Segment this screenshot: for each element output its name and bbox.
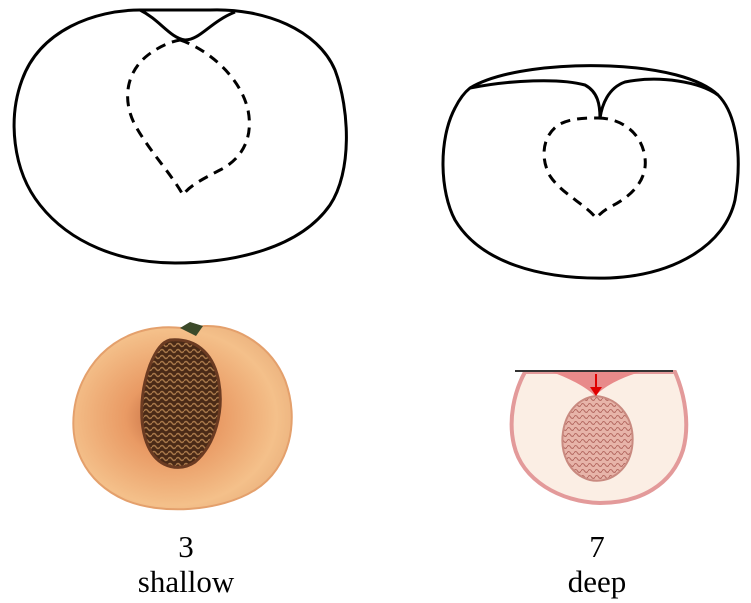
shallow-peach-photo [73, 322, 291, 509]
deep-label: deep [497, 565, 697, 598]
shallow-label: shallow [86, 565, 286, 598]
shallow-pit [142, 340, 220, 468]
deep-outline-drawing [443, 66, 738, 279]
shallow-fruit-outline [14, 10, 346, 263]
deep-score: 7 [497, 530, 697, 563]
deep-pit-dashed [544, 118, 645, 218]
deep-peach-photo [512, 371, 687, 503]
deep-cavity-outline [470, 79, 718, 118]
shallow-cavity-outline [140, 10, 235, 40]
deep-fruit-outline [443, 66, 738, 279]
shallow-pit-dashed [128, 40, 250, 195]
deep-pit [562, 396, 632, 481]
shallow-outline-drawing [14, 10, 346, 263]
shallow-score: 3 [86, 530, 286, 563]
